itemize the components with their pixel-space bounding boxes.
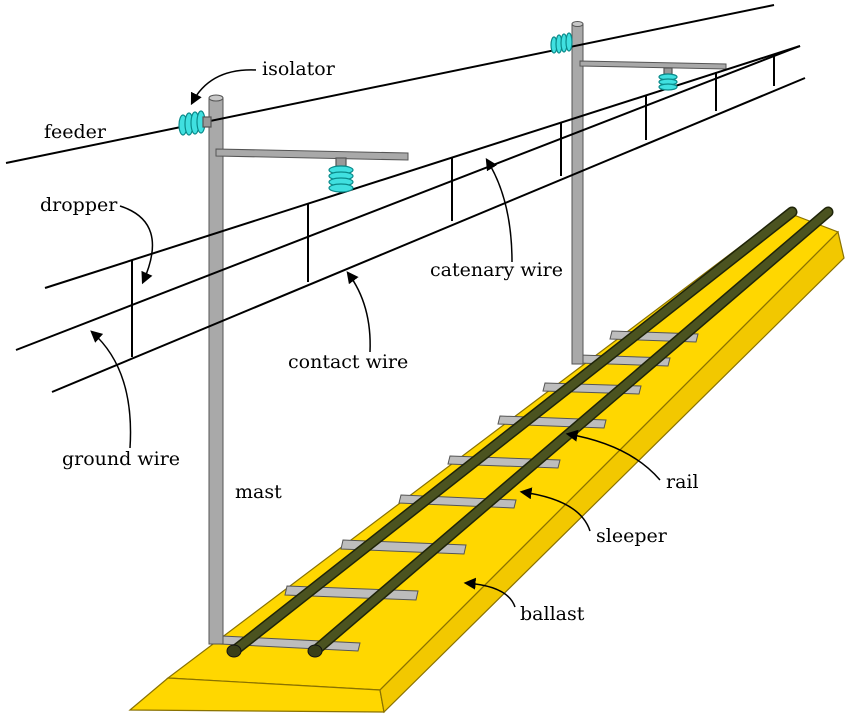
mast-back <box>571 23 584 365</box>
isolator-arm-front <box>328 157 354 193</box>
sleeper-arrow <box>519 487 591 532</box>
label-feeder: feeder <box>44 121 107 143</box>
label-isolator: isolator <box>262 58 336 80</box>
ground-wire <box>15 45 801 351</box>
label-rail: rail <box>666 471 699 493</box>
labels: isolator feeder dropper catenary wire co… <box>40 58 699 625</box>
rail-right-end <box>307 644 323 658</box>
label-mast: mast <box>235 481 282 503</box>
isolator-arm-back <box>658 67 678 91</box>
rail-left-end <box>226 644 242 658</box>
isolator-arrow <box>190 69 257 106</box>
contact-wire <box>51 77 806 393</box>
overhead-wires <box>5 4 806 393</box>
isolator-feeder-front <box>178 110 212 136</box>
rail-left-body <box>230 208 796 655</box>
droppers <box>131 55 775 357</box>
cantilever-arm-front <box>215 148 409 161</box>
dropper-arrow <box>119 205 154 285</box>
feeder-wire <box>5 4 775 164</box>
mast-front <box>208 97 224 645</box>
label-ballast: ballast <box>520 603 585 625</box>
leader-arrows <box>90 69 661 608</box>
rail-arrow <box>565 429 661 481</box>
isolator-feeder-back <box>550 32 573 54</box>
mast-back-top <box>571 21 584 27</box>
ballast-arrow <box>463 577 516 608</box>
label-ground-wire: ground wire <box>62 448 180 470</box>
contact-wire-arrow <box>346 271 371 353</box>
catenary-wire <box>44 45 801 289</box>
label-contact-wire: contact wire <box>288 351 408 373</box>
cantilever-arm-back <box>579 60 727 70</box>
label-dropper: dropper <box>40 194 118 216</box>
label-catenary-wire: catenary wire <box>430 259 563 281</box>
ballast-right-slope <box>379 230 845 714</box>
ground-wire-arrow <box>90 330 132 449</box>
label-sleeper: sleeper <box>596 525 668 547</box>
catenary-wire-arrow <box>485 157 513 263</box>
isolators <box>178 32 678 193</box>
mast-front-top <box>208 94 224 102</box>
